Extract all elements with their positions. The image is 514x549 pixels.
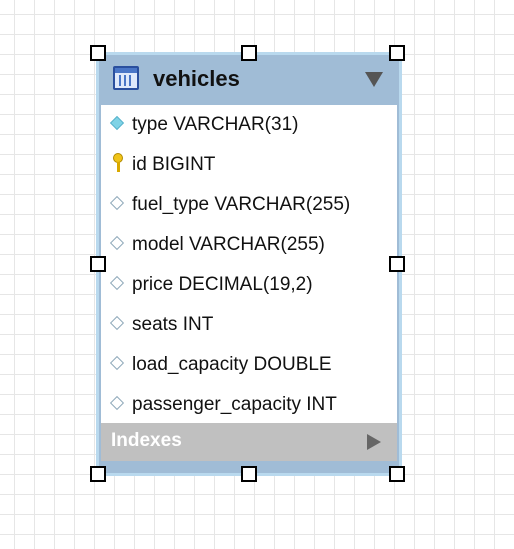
column-text: fuel_type VARCHAR(255) xyxy=(132,194,351,215)
column-text: seats INT xyxy=(132,314,214,335)
column-text: type VARCHAR(31) xyxy=(132,114,299,135)
column-text: passenger_capacity INT xyxy=(132,394,337,415)
resize-handle-top[interactable] xyxy=(241,45,257,61)
diamond-empty-icon xyxy=(109,275,125,291)
key-shaft xyxy=(117,162,120,172)
column-row[interactable]: id BIGINT xyxy=(101,145,397,185)
diamond-empty-icon xyxy=(109,395,125,411)
resize-handle-right[interactable] xyxy=(389,256,405,272)
diamond-filled-icon xyxy=(109,115,125,131)
column-row[interactable]: passenger_capacity INT xyxy=(101,385,397,425)
column-row[interactable]: fuel_type VARCHAR(255) xyxy=(101,185,397,225)
column-row[interactable]: seats INT xyxy=(101,305,397,345)
expand-triangle-icon[interactable] xyxy=(367,434,381,450)
resize-handle-bottom-left[interactable] xyxy=(90,466,106,482)
column-row[interactable]: price DECIMAL(19,2) xyxy=(101,265,397,305)
column-row[interactable]: load_capacity DOUBLE xyxy=(101,345,397,385)
column-text: id BIGINT xyxy=(132,154,216,175)
diamond-empty-icon xyxy=(109,235,125,251)
column-row[interactable]: type VARCHAR(31) xyxy=(101,105,397,145)
table-header[interactable]: vehicles xyxy=(99,55,399,105)
column-text: model VARCHAR(255) xyxy=(132,234,325,255)
table-entity-vehicles[interactable]: vehicles type VARCHAR(31) id BIGINT fuel… xyxy=(96,52,402,476)
column-text: price DECIMAL(19,2) xyxy=(132,274,313,295)
resize-handle-top-right[interactable] xyxy=(389,45,405,61)
column-text: load_capacity DOUBLE xyxy=(132,354,332,375)
diamond-empty-icon xyxy=(109,355,125,371)
indexes-section[interactable]: Indexes xyxy=(101,423,397,461)
resize-handle-top-left[interactable] xyxy=(90,45,106,61)
table-title: vehicles xyxy=(153,66,240,91)
resize-handle-bottom-right[interactable] xyxy=(389,466,405,482)
resize-handle-left[interactable] xyxy=(90,256,106,272)
key-icon xyxy=(110,153,126,173)
column-row[interactable]: model VARCHAR(255) xyxy=(101,225,397,265)
collapse-triangle-icon[interactable] xyxy=(365,72,383,87)
diamond-empty-icon xyxy=(109,195,125,211)
resize-handle-bottom[interactable] xyxy=(241,466,257,482)
columns-list: type VARCHAR(31) id BIGINT fuel_type VAR… xyxy=(101,105,397,423)
table-icon xyxy=(113,66,139,90)
indexes-label: Indexes xyxy=(111,430,182,451)
diamond-empty-icon xyxy=(109,315,125,331)
